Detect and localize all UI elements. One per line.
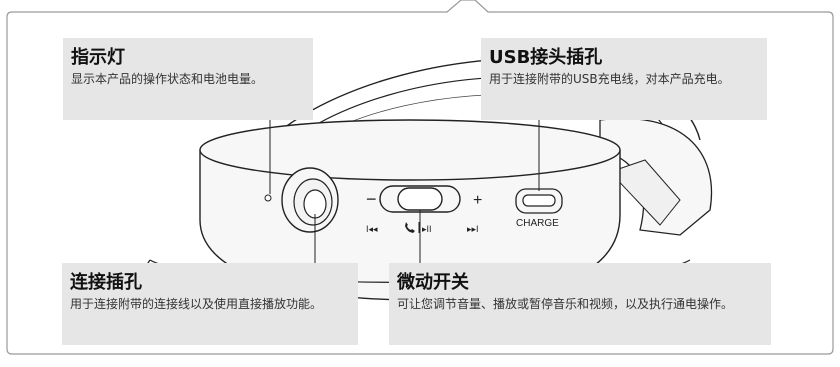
jack-hole bbox=[303, 189, 327, 219]
switch-next-label: ▸▸I bbox=[467, 224, 479, 234]
phone-icon bbox=[405, 222, 415, 233]
switch-play-label: ▸II bbox=[422, 224, 432, 234]
callout-jack: 连接插孔 用于连接附带的连接线以及使用直接播放功能。 bbox=[62, 263, 358, 345]
callout-indicator-desc: 显示本产品的操作状态和电池电量。 bbox=[71, 72, 264, 86]
switch-knob bbox=[397, 187, 443, 211]
charge-label: CHARGE bbox=[516, 218, 559, 229]
callout-switch-desc: 可让您调节音量、播放或暂停音乐和视频，以及执行通电操作。 bbox=[397, 297, 734, 311]
callout-indicator: 指示灯 显示本产品的操作状态和电池电量。 bbox=[63, 38, 313, 120]
switch-prev-label: I◂◂ bbox=[366, 224, 378, 234]
callout-usb: USB接头插孔 用于连接附带的USB充电线，对本产品充电。 bbox=[481, 38, 767, 120]
callout-jack-desc: 用于连接附带的连接线以及使用直接播放功能。 bbox=[70, 297, 323, 311]
switch-plus-label: + bbox=[473, 192, 482, 209]
earcup-top bbox=[199, 119, 621, 181]
callout-switch-title: 微动开关 bbox=[397, 272, 469, 293]
switch-minus-label: − bbox=[366, 189, 377, 209]
strap-right-edge bbox=[609, 159, 681, 226]
callout-indicator-title: 指示灯 bbox=[71, 47, 125, 68]
outer-frame bbox=[6, 0, 834, 355]
indicator-led bbox=[264, 194, 272, 202]
callout-jack-title: 连接插孔 bbox=[70, 272, 142, 293]
callout-switch: 微动开关 可让您调节音量、播放或暂停音乐和视频，以及执行通电操作。 bbox=[389, 263, 771, 345]
usb-port-inner bbox=[522, 194, 556, 207]
callout-usb-title: USB接头插孔 bbox=[489, 47, 603, 68]
callout-usb-desc: 用于连接附带的USB充电线，对本产品充电。 bbox=[489, 72, 730, 86]
